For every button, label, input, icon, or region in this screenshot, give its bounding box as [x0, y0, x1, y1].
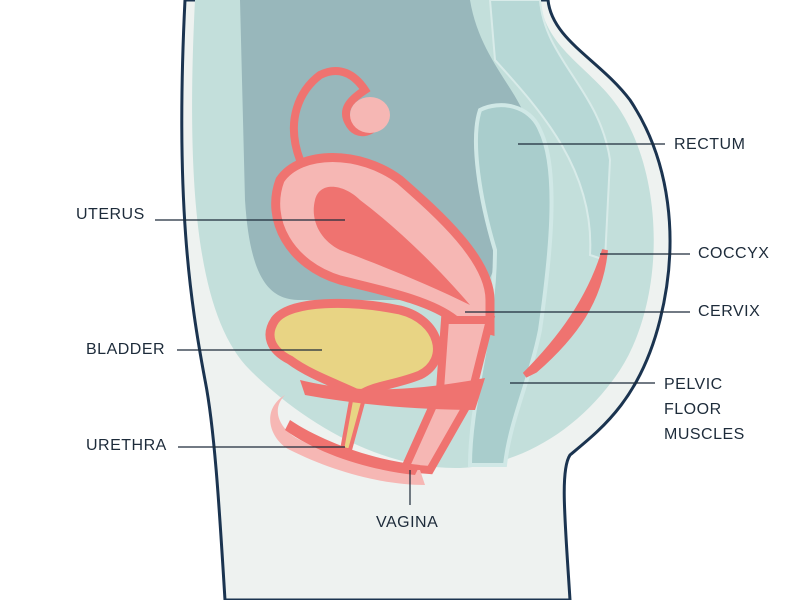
rectum [467, 103, 554, 467]
uterine-cavity [313, 186, 470, 305]
label-rectum: RECTUM [674, 136, 746, 153]
label-pelvic-floor-muscles: PELVIC FLOOR MUSCLES [664, 372, 745, 447]
pelvic-muscle-band [300, 378, 485, 410]
label-line: MUSCLES [664, 426, 745, 443]
perineal-muscle-inner [285, 420, 420, 475]
label-urethra: URETHRA [86, 437, 167, 454]
pelvic-floor-muscle [522, 249, 608, 378]
leader-lines [155, 143, 690, 505]
bladder [265, 298, 442, 401]
fallopian-tube [289, 67, 389, 162]
label-uterus: UTERUS [76, 206, 145, 223]
ovary [350, 97, 390, 133]
label-coccyx: COCCYX [698, 245, 770, 262]
label-vagina: VAGINA [376, 514, 439, 531]
label-line: FLOOR [664, 401, 722, 418]
label-bladder: BLADDER [86, 341, 166, 358]
label-cervix: CERVIX [698, 303, 761, 320]
label-line: PELVIC [664, 376, 723, 393]
spine-band [488, 0, 612, 262]
